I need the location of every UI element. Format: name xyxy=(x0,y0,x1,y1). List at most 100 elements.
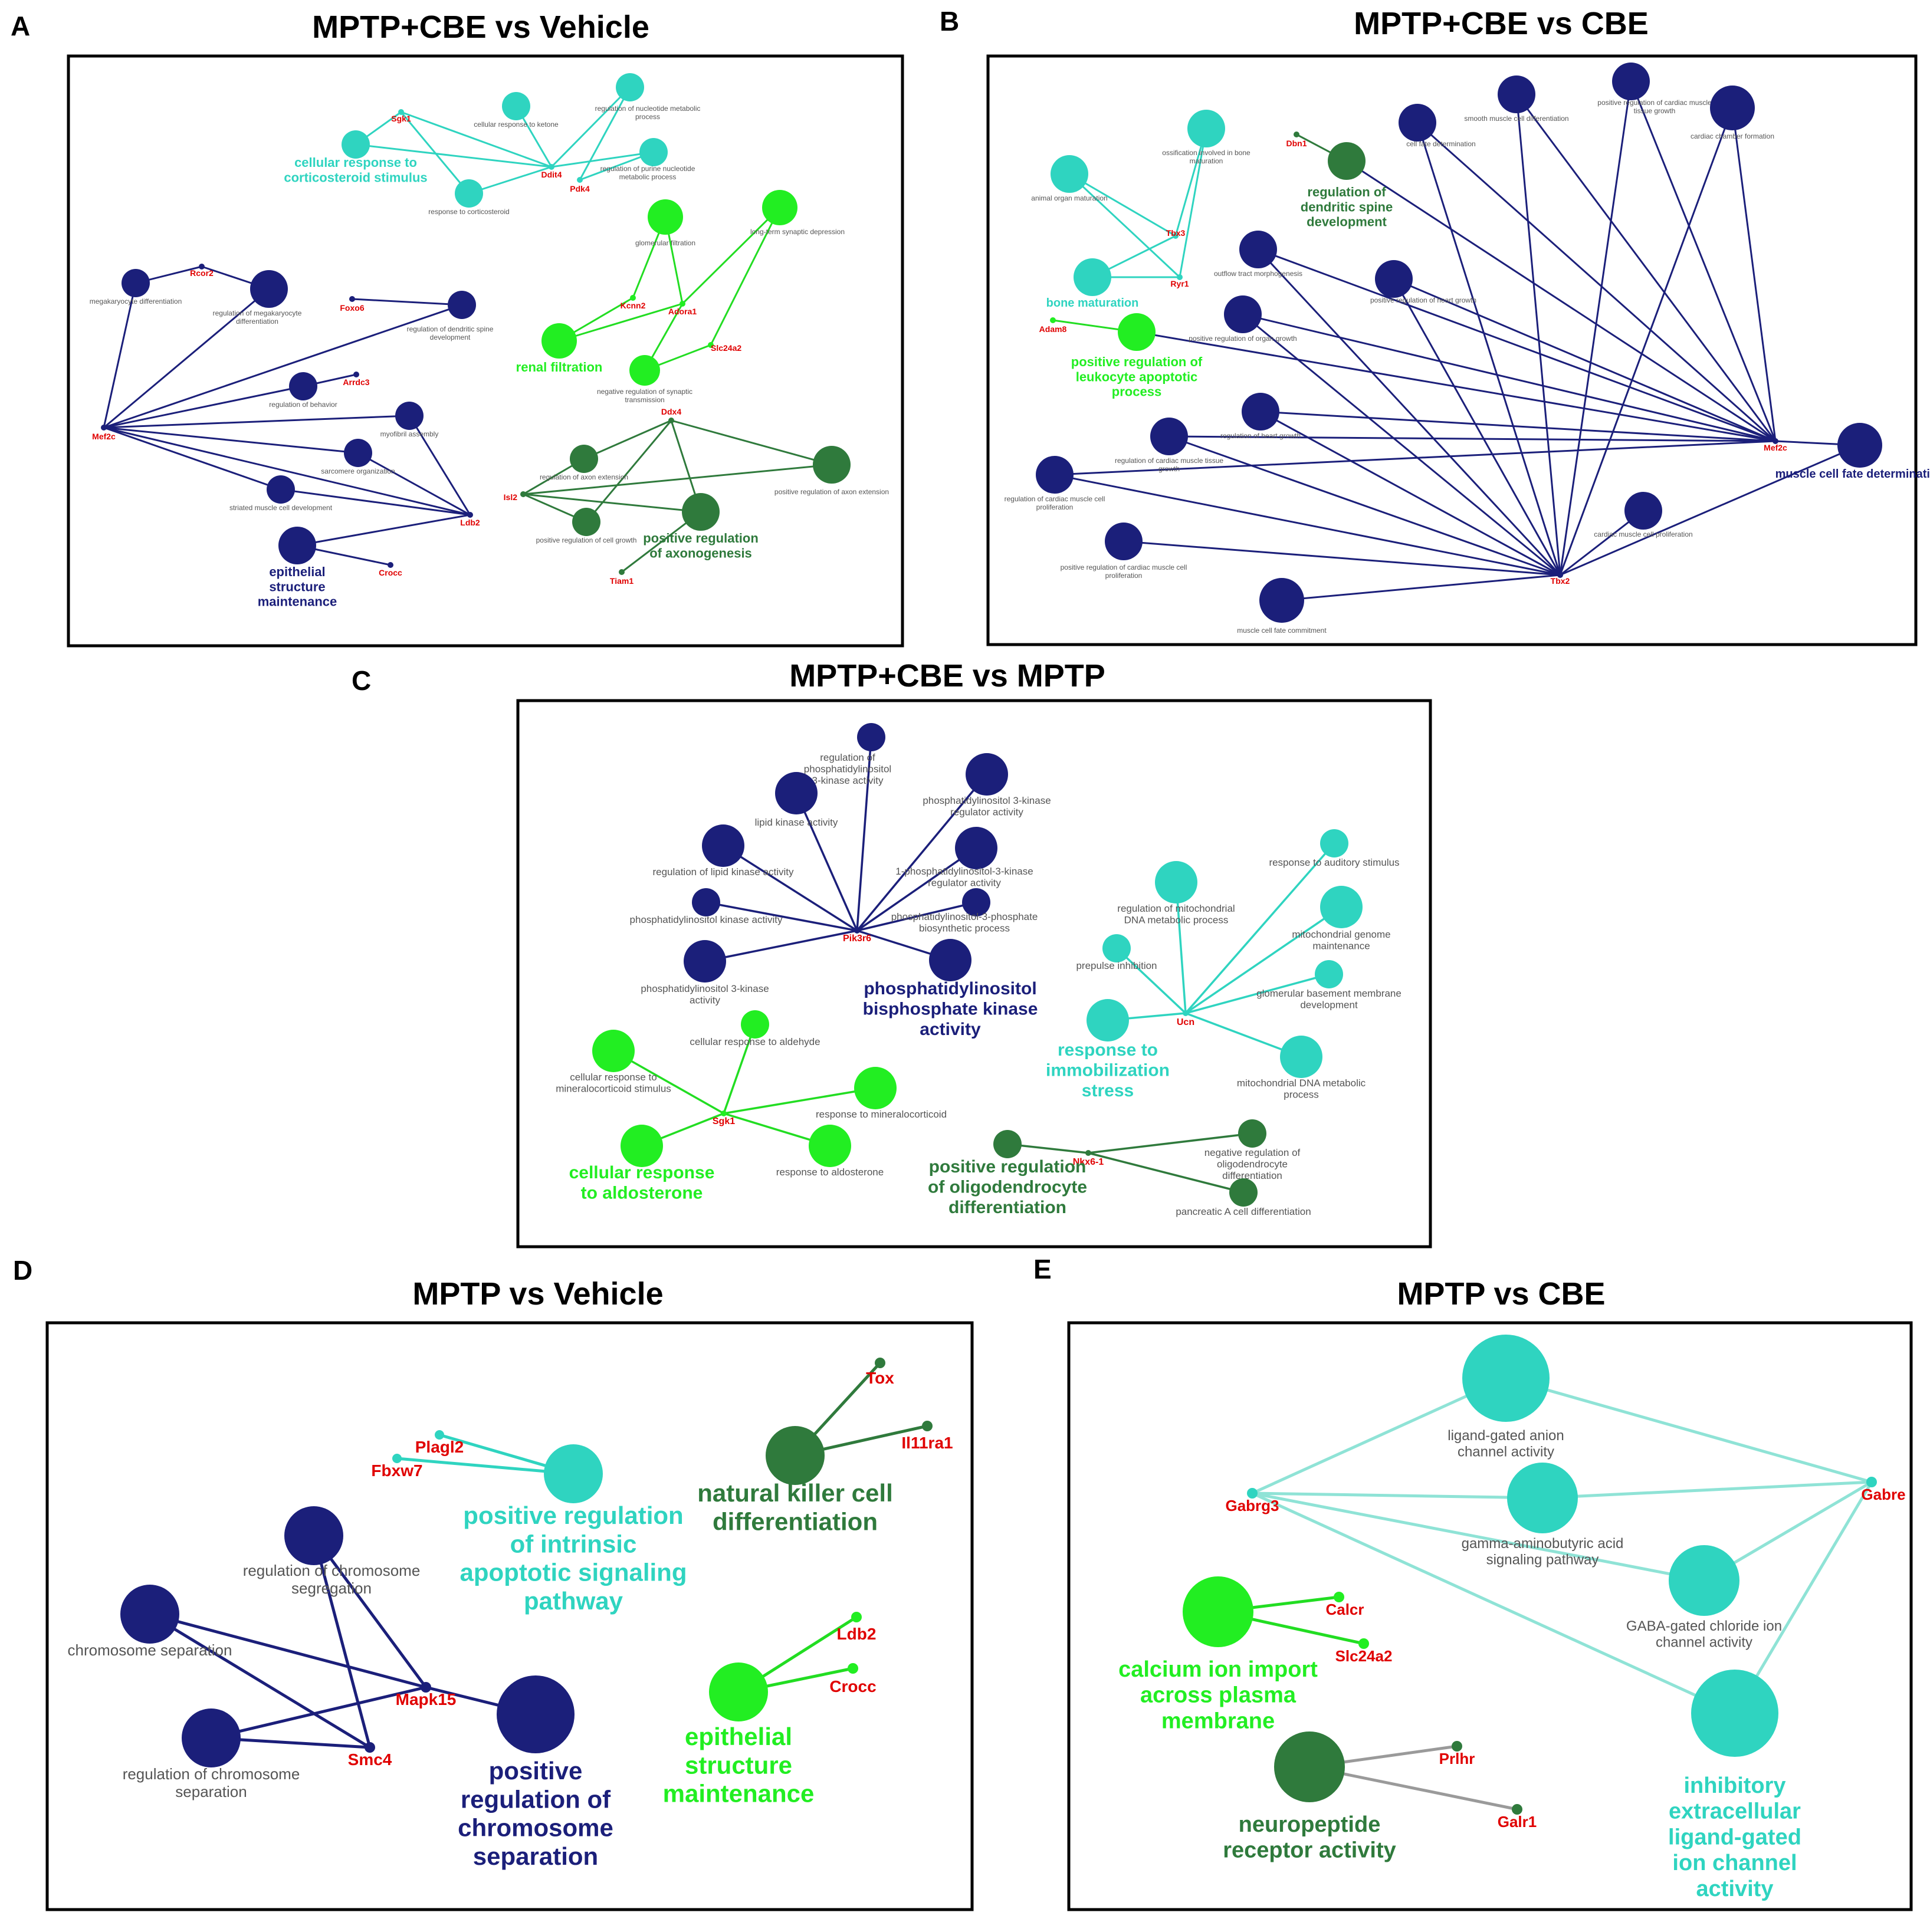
gene-label: Prlhr xyxy=(1439,1750,1475,1767)
edge-b_tbx2-b_rcmtg xyxy=(1168,435,1561,576)
edge-c_pik3r6-c_rlka xyxy=(723,845,858,932)
edge-d_mapk15-d_rcs xyxy=(211,1685,426,1740)
gene-label: Tox xyxy=(866,1369,894,1387)
edge-b_ryr1-b_aom xyxy=(1068,173,1181,278)
node-circle xyxy=(639,138,668,166)
node-circle xyxy=(182,1708,241,1767)
edge-b_tbx2-b_mcfd xyxy=(1560,444,1860,576)
gene-label: Ddit4 xyxy=(541,170,562,179)
edge-c_pik3r6-c_p3pbp xyxy=(856,901,977,932)
term-node-a_prcg: positive regulation of cell growth xyxy=(536,508,636,544)
node-circle xyxy=(549,164,554,170)
gene-label: Ryr1 xyxy=(1170,279,1189,288)
gene-label: Kcnn2 xyxy=(621,301,646,310)
gene-label: Ldb2 xyxy=(460,518,480,527)
node-circle xyxy=(1507,1463,1578,1533)
edge-b_tbx2-b_mcfc xyxy=(1281,574,1561,602)
gene-node-a_ddit4: Ddit4 xyxy=(541,164,562,179)
gene-label: Arrdc3 xyxy=(343,377,369,387)
edge-a_mef2c-a_ma xyxy=(103,415,410,429)
node-circle xyxy=(1187,110,1225,147)
panel-a: A MPTP+CBE vs Vehicle Sgk1Ddit4Pdk4cellu… xyxy=(11,9,904,648)
gene-label: Galr1 xyxy=(1498,1813,1537,1831)
panel-frame-d xyxy=(45,1321,974,1911)
gene-label: Adora1 xyxy=(668,307,697,316)
gene-label: Isl2 xyxy=(504,492,518,502)
gene-label: Mapk15 xyxy=(396,1690,457,1708)
gene-label: Slc24a2 xyxy=(1335,1647,1393,1665)
node-circle xyxy=(1247,1488,1258,1499)
gene-label: Gabrg3 xyxy=(1225,1497,1279,1514)
gene-node-a_crocc: Crocc xyxy=(379,562,402,577)
gene-node-a_ddx4: Ddx4 xyxy=(661,407,681,423)
edge-layer-e xyxy=(1217,1376,1873,1811)
node-circle xyxy=(993,1130,1022,1158)
node-circle xyxy=(809,1125,851,1167)
gene-label: Tiam1 xyxy=(610,576,634,586)
edge-a_mef2c-a_rmd xyxy=(103,288,270,429)
gene-node-c_pik3r6: Pik3r6 xyxy=(843,928,871,944)
gene-label: Tbx2 xyxy=(1551,576,1570,586)
gene-label: Dbn1 xyxy=(1286,139,1307,148)
node-circle xyxy=(398,109,404,115)
gene-node-b_mef2c: Mef2c xyxy=(1764,438,1787,452)
node-circle xyxy=(349,296,355,302)
node-circle xyxy=(966,753,1008,796)
term-node-b_mcfd: muscle cell fate determination xyxy=(1775,423,1930,481)
term-node-b_ccf: cardiac chamber formation xyxy=(1691,86,1774,140)
node-circle xyxy=(1155,861,1197,903)
gene-node-a_arrdc3: Arrdc3 xyxy=(343,372,370,387)
node-circle xyxy=(813,446,851,484)
gene-node-d_smc4: Smc4 xyxy=(348,1742,392,1769)
gene-label: Slc24a2 xyxy=(711,343,741,353)
term-node-c_pka: phosphatidylinositol kinase activity xyxy=(630,888,783,925)
edge-b_mef2c-b_cd xyxy=(1417,121,1776,442)
node-circle xyxy=(455,179,483,208)
node-circle xyxy=(1624,492,1662,530)
term-node-b_rhg: regulation of heart growth xyxy=(1220,393,1301,440)
node-circle xyxy=(1328,142,1366,180)
panel-title-d: MPTP vs Vehicle xyxy=(412,1276,663,1312)
term-node-a_md: megakaryocyte differentiation xyxy=(90,269,182,305)
gene-label: Smc4 xyxy=(348,1750,392,1769)
term-label: regulation of axon extension xyxy=(540,473,628,481)
term-label: long-term synaptic depression xyxy=(750,228,845,236)
edge-a_mef2c-a_md xyxy=(103,282,137,428)
cluster-label: renal filtration xyxy=(516,360,603,374)
node-circle xyxy=(250,270,288,308)
node-circle xyxy=(502,92,530,120)
node-circle xyxy=(1399,104,1436,142)
node-circle xyxy=(1358,1638,1369,1649)
term-label: positive regulation of organ growth xyxy=(1189,334,1296,343)
edge-layer-b xyxy=(1052,81,1860,602)
edge-b_rdsd-b_mef2c xyxy=(1346,160,1776,442)
edge-b_mef2c-b_rhg xyxy=(1260,410,1776,442)
term-node-b_otm: outflow tract morphogenesis xyxy=(1214,231,1302,278)
gene-node-b_adam8: Adam8 xyxy=(1039,317,1067,334)
term-label: pancreatic A cell differentiation xyxy=(1176,1206,1311,1217)
node-circle xyxy=(1183,1576,1253,1647)
node-circle xyxy=(708,342,714,348)
edge-a_adora1-a_ltsd xyxy=(681,206,781,305)
edge-b_tbx3-b_aom xyxy=(1069,173,1176,237)
